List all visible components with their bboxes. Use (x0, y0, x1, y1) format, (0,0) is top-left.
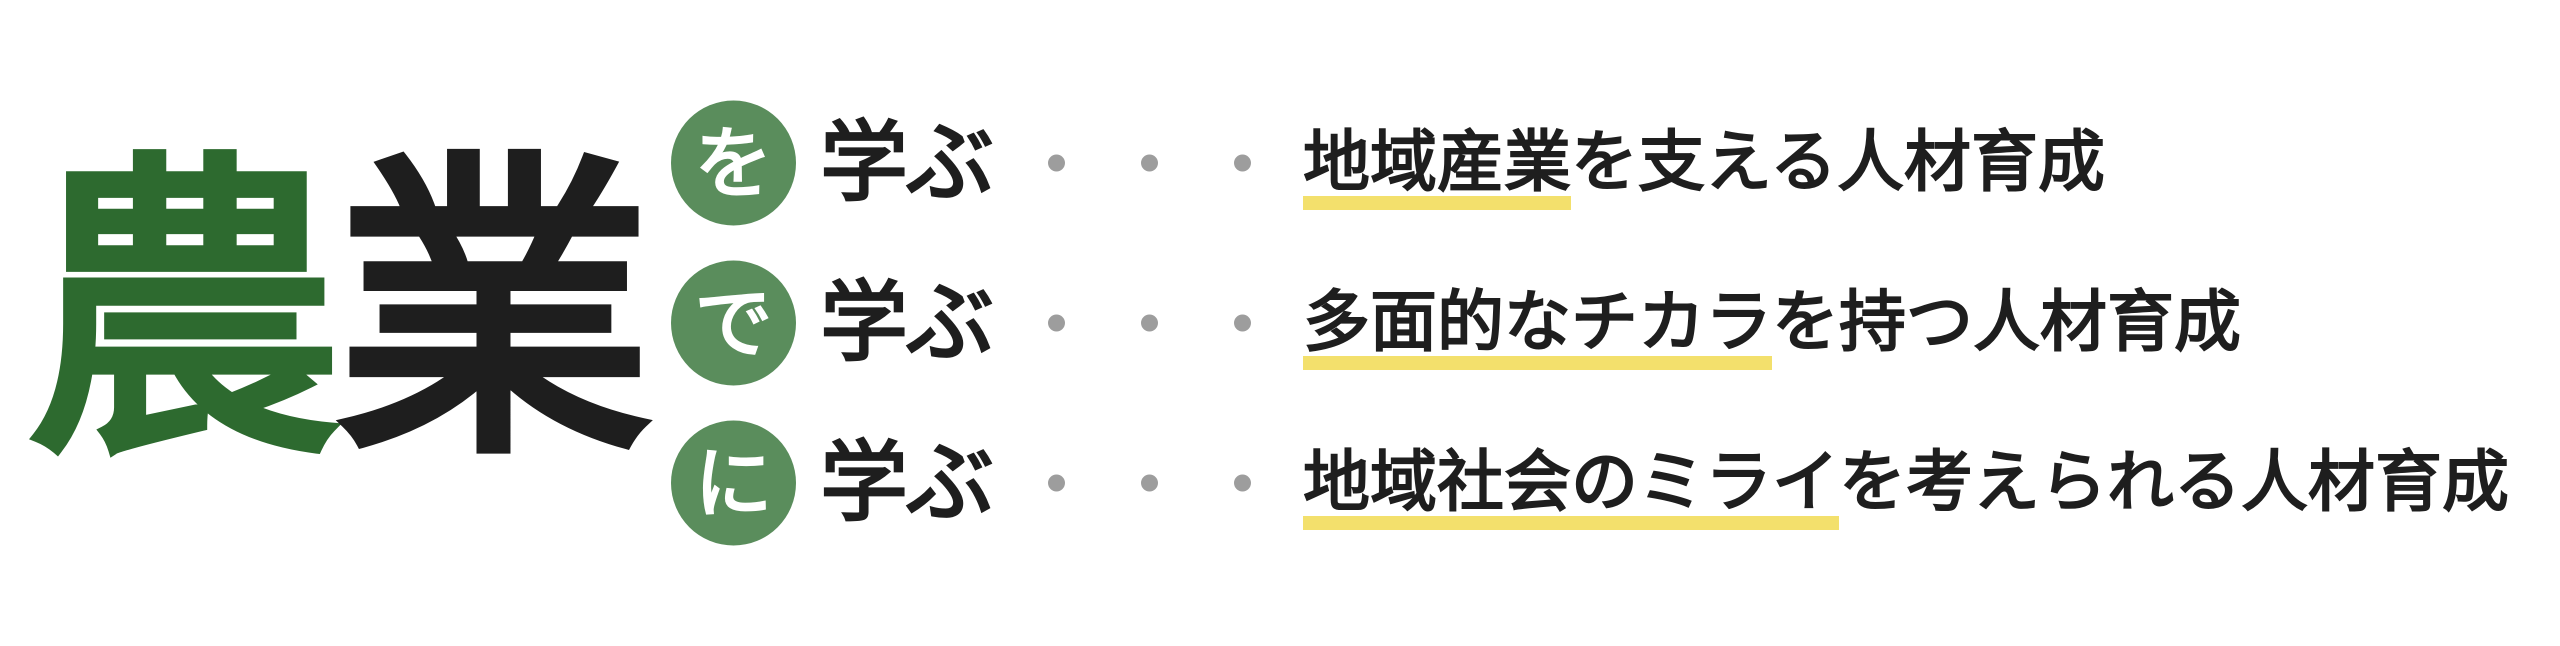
particle-badge-de: で (671, 260, 796, 386)
particle-badge-wo: を (671, 100, 796, 226)
outcome-text: 地域産業を支える人材育成 (1303, 124, 2105, 210)
separator-dot-icon (1234, 154, 1251, 172)
outcome-rest: を考えられる人材育成 (1839, 445, 2509, 520)
outcome-text: 多面的なチカラを持つ人材育成 (1303, 284, 2241, 370)
wordmark-nougyou: 農業 (24, 152, 654, 472)
particle-label: を (694, 119, 773, 207)
separator-dots (1048, 314, 1251, 332)
outcome-text: 地域社会のミライを考えられる人材育成 (1303, 444, 2509, 530)
separator-dot-icon (1141, 474, 1158, 492)
outcome-rest: を支える人材育成 (1571, 125, 2105, 200)
wordmark-char-gyou: 業 (334, 133, 654, 491)
separator-dots (1048, 154, 1251, 172)
separator-dot-icon (1048, 474, 1065, 492)
separator-dot-icon (1234, 314, 1251, 332)
verb-label: 学ぶ (820, 273, 994, 372)
separator-dot-icon (1048, 314, 1065, 332)
learn-row-ni: に 学ぶ 地域社会のミライを考えられる人材育成 (0, 403, 2560, 563)
outcome-highlighted-phrase: 地域産業 (1303, 129, 1571, 210)
outcome-highlighted-phrase: 地域社会のミライ (1303, 449, 1839, 530)
learn-row-wo: を 学ぶ 地域産業を支える人材育成 (0, 83, 2560, 243)
separator-dot-icon (1048, 154, 1065, 172)
separator-dot-icon (1141, 154, 1158, 172)
outcome-rest: を持つ人材育成 (1772, 285, 2241, 360)
separator-dot-icon (1234, 474, 1251, 492)
particle-label: に (694, 439, 773, 527)
wordmark-char-nou: 農 (24, 133, 344, 491)
verb-label: 学ぶ (820, 433, 994, 532)
separator-dots (1048, 474, 1251, 492)
separator-dot-icon (1141, 314, 1158, 332)
particle-badge-ni: に (671, 420, 796, 546)
particle-label: で (694, 279, 773, 367)
verb-label: 学ぶ (820, 113, 994, 212)
outcome-highlighted-phrase: 多面的なチカラ (1303, 289, 1772, 370)
learn-row-de: で 学ぶ 多面的なチカラを持つ人材育成 (0, 243, 2560, 403)
